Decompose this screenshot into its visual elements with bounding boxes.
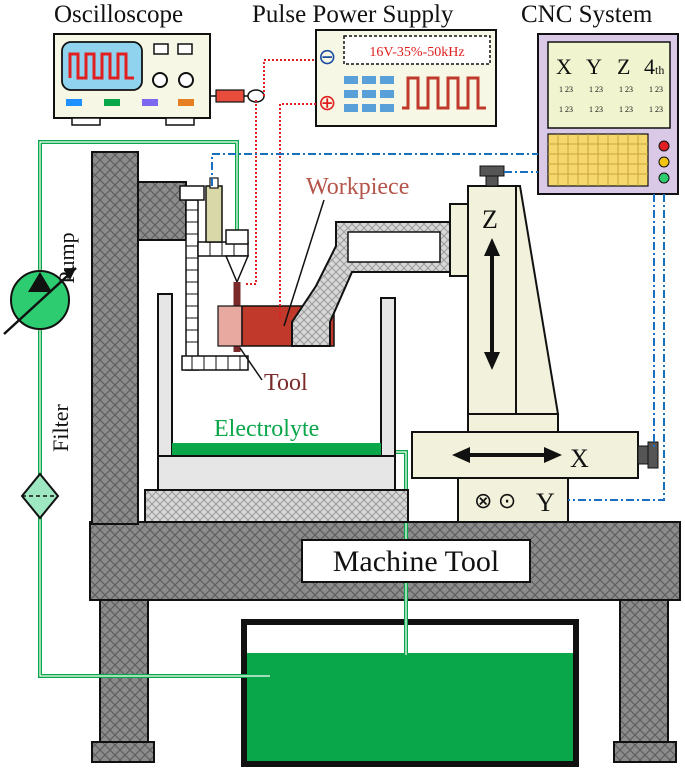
oscilloscope-icon [53, 33, 265, 126]
pump-label: Pump [54, 232, 79, 283]
power-wires [244, 59, 316, 320]
cnc-system-label: CNC System [521, 1, 653, 28]
y-axis-stage [457, 477, 569, 523]
machine-tool-label: Machine Tool [333, 545, 499, 578]
column-arm [137, 181, 187, 241]
x-axis-stage [411, 431, 659, 479]
cnc-readout: 1 23 [649, 85, 663, 94]
cnc-readout: 1 23 [619, 85, 633, 94]
cnc-readout: 1 23 [559, 85, 573, 94]
tool-label: Tool [264, 370, 308, 396]
cnc-readout: 1 23 [589, 105, 603, 114]
y-axis-label: Y [536, 488, 555, 517]
workpiece-leader [283, 199, 325, 327]
z-carriage-arm [291, 221, 461, 347]
machine-leg-right [619, 597, 669, 749]
positive-terminal-icon: ⊕ [318, 90, 336, 115]
tool-holder [179, 177, 250, 371]
pulse-power-supply-label: Pulse Power Supply [252, 1, 454, 28]
z-axis-label: Z [482, 205, 498, 234]
filter-icon [20, 472, 60, 520]
cnc-readout: 1 23 [619, 105, 633, 114]
cnc-screen-y: Y [586, 54, 602, 79]
cnc-readout: 1 23 [649, 105, 663, 114]
pump-icon [3, 267, 77, 335]
work-tank-electrolyte [172, 443, 381, 456]
psu-display-text: 16V-35%-50kHz [369, 45, 464, 60]
z-axis-slide [449, 165, 560, 433]
pulse-power-supply-icon [315, 29, 497, 127]
workpiece-label: Workpiece [306, 174, 409, 200]
cnc-system-icon [537, 33, 679, 195]
tank-electrolyte-fill [247, 653, 573, 761]
machine-foot-left [91, 741, 155, 763]
oscilloscope-probe [215, 89, 245, 103]
cnc-readout: 1 23 [589, 85, 603, 94]
machine-leg-left [99, 597, 149, 749]
cnc-screen-readouts: 1 23 1 23 1 23 1 23 1 23 1 23 1 23 1 23 [559, 85, 663, 114]
x-axis-label: X [570, 444, 589, 473]
cnc-screen-4th: 4th [644, 54, 664, 79]
electrolyte-label: Electrolyte [214, 416, 319, 442]
electrolyte-tank [241, 619, 579, 767]
cnc-screen-z: Z [617, 54, 630, 79]
y-axis-symbols: ⊗ ⊙ [474, 488, 516, 513]
cnc-signal-lines [211, 153, 665, 501]
machine-column [91, 151, 139, 525]
tool-leader [239, 347, 263, 381]
work-tank [144, 293, 409, 523]
cnc-screen-x: X [556, 54, 572, 79]
filter-label: Filter [48, 403, 73, 451]
cnc-readout: 1 23 [559, 105, 573, 114]
oscilloscope-label: Oscilloscope [54, 1, 183, 28]
negative-terminal-icon: ⊖ [318, 44, 336, 69]
machine-foot-right [613, 741, 677, 763]
machine-tool-label-box [301, 539, 531, 583]
